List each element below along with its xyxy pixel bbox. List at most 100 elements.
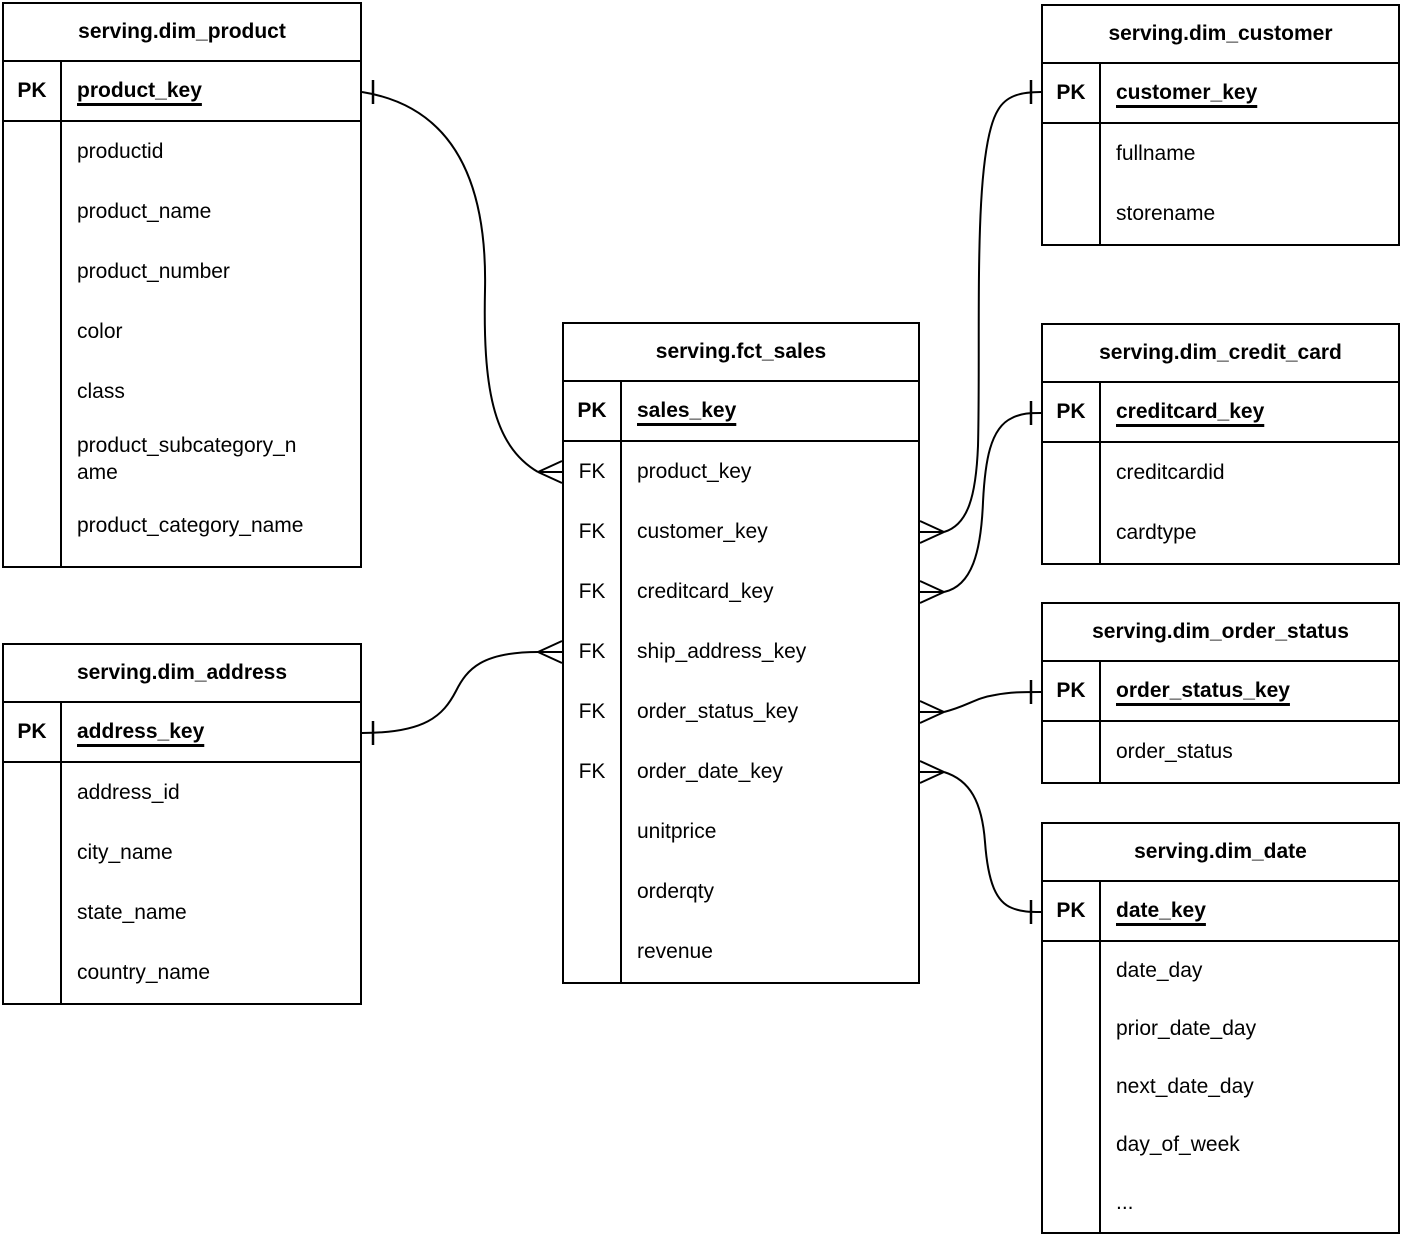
pk-row: PK date_key [1043,882,1398,942]
field-key-label [4,883,60,943]
relationship-fct-sales-dim-address [361,640,563,745]
entity-dim-order-status: serving.dim_order_status PK order_status… [1041,602,1400,784]
field-name: storename [1116,202,1216,225]
table-body: fullname storename [1043,124,1398,244]
field-key-label [4,242,60,302]
entity-fct-sales: serving.fct_sales PK sales_key FK FK FK … [562,322,920,984]
field-key-label [4,763,60,823]
relationship-fct-sales-dim-date [919,760,1042,924]
table-body: FK FK FK FK FK FK product_key customer_k… [564,442,918,982]
key-column [4,122,62,566]
field-key-label [4,823,60,883]
table-title: serving.dim_order_status [1043,604,1398,662]
field-column: order_status [1101,722,1398,782]
pk-row: PK creditcard_key [1043,383,1398,443]
field-key-label [1043,1174,1099,1232]
field-key-label: FK [578,760,606,783]
field-name: unitprice [637,820,717,843]
field-column: date_day prior_date_day next_date_day da… [1101,942,1398,1232]
pk-field-name: date_key [1116,899,1206,922]
field-column: address_id city_name state_name country_… [62,763,360,1003]
table-body: date_day prior_date_day next_date_day da… [1043,942,1398,1232]
field-key-label [1043,1000,1099,1058]
entity-dim-product: serving.dim_product PK product_key produ… [2,2,362,568]
field-column: creditcardid cardtype [1101,443,1398,563]
pk-field-name: order_status_key [1116,679,1290,702]
field-name: fullname [1116,142,1196,165]
table-body: order_status [1043,722,1398,782]
field-key-label [1043,124,1099,184]
field-name: country_name [77,961,211,984]
field-key-label [4,182,60,242]
pk-badge: PK [1043,662,1101,720]
field-key-label: FK [578,520,606,543]
field-name: color [77,320,123,343]
field-name: product_name [77,200,212,223]
field-key-label [1043,942,1099,1000]
key-column [1043,124,1101,244]
pk-badge: PK [4,62,62,120]
pk-row: PK sales_key [564,382,918,442]
pk-field-name: address_key [77,720,205,743]
field-key-label [4,943,60,1003]
pk-row: PK address_key [4,703,360,763]
field-key-label [4,362,60,422]
field-key-label [4,506,60,566]
field-name: date_day [1116,959,1203,982]
field-key-label [1043,1116,1099,1174]
pk-field-name: creditcard_key [1116,400,1265,423]
field-name: creditcard_key [637,580,774,603]
field-name: product_number [77,260,230,283]
field-name: prior_date_day [1116,1017,1257,1040]
table-title: serving.fct_sales [564,324,918,382]
field-name: city_name [77,841,173,864]
field-name: day_of_week [1116,1133,1240,1156]
table-title: serving.dim_date [1043,824,1398,882]
field-name: creditcardid [1116,461,1225,484]
key-column [1043,722,1101,782]
pk-badge: PK [1043,383,1101,441]
field-name: customer_key [637,520,768,543]
pk-row: PK product_key [4,62,360,122]
field-name: productid [77,140,164,163]
field-key-label [564,862,620,922]
pk-field-name: sales_key [637,399,737,422]
field-key-label [1043,503,1099,563]
field-key-label [4,302,60,362]
field-name: order_status_key [637,700,799,723]
field-key-label [564,922,620,982]
table-body: creditcardid cardtype [1043,443,1398,563]
field-name: product_subcategory_name [77,434,297,484]
table-body: address_id city_name state_name country_… [4,763,360,1003]
field-name: revenue [637,940,713,963]
field-key-label [564,802,620,862]
field-name: state_name [77,901,187,924]
pk-badge: PK [564,382,622,440]
field-name: order_date_key [637,760,783,783]
field-key-label [1043,722,1099,782]
table-title: serving.dim_address [4,645,360,703]
field-column: fullname storename [1101,124,1398,244]
entity-dim-address: serving.dim_address PK address_key addre… [2,643,362,1005]
relationship-fct-sales-dim-order-status [919,680,1042,724]
relationship-fct-sales-dim-credit-card [919,401,1042,604]
field-key-label [1043,1058,1099,1116]
field-column: productid product_name product_number co… [62,122,360,566]
field-name: product_category_name [77,514,304,537]
key-column [1043,443,1101,563]
pk-row: PK customer_key [1043,64,1398,124]
field-column: product_key customer_key creditcard_key … [622,442,918,982]
field-name: order_status [1116,740,1233,763]
entity-dim-customer: serving.dim_customer PK customer_key ful… [1041,4,1400,246]
pk-badge: PK [1043,64,1101,122]
field-key-label: FK [578,460,606,483]
pk-badge: PK [4,703,62,761]
table-title: serving.dim_credit_card [1043,325,1398,383]
table-title: serving.dim_product [4,4,360,62]
field-key-label: FK [578,700,606,723]
field-name: ship_address_key [637,640,807,663]
relationship-fct-sales-dim-customer [919,80,1042,544]
relationship-fct-sales-dim-product [361,80,563,484]
